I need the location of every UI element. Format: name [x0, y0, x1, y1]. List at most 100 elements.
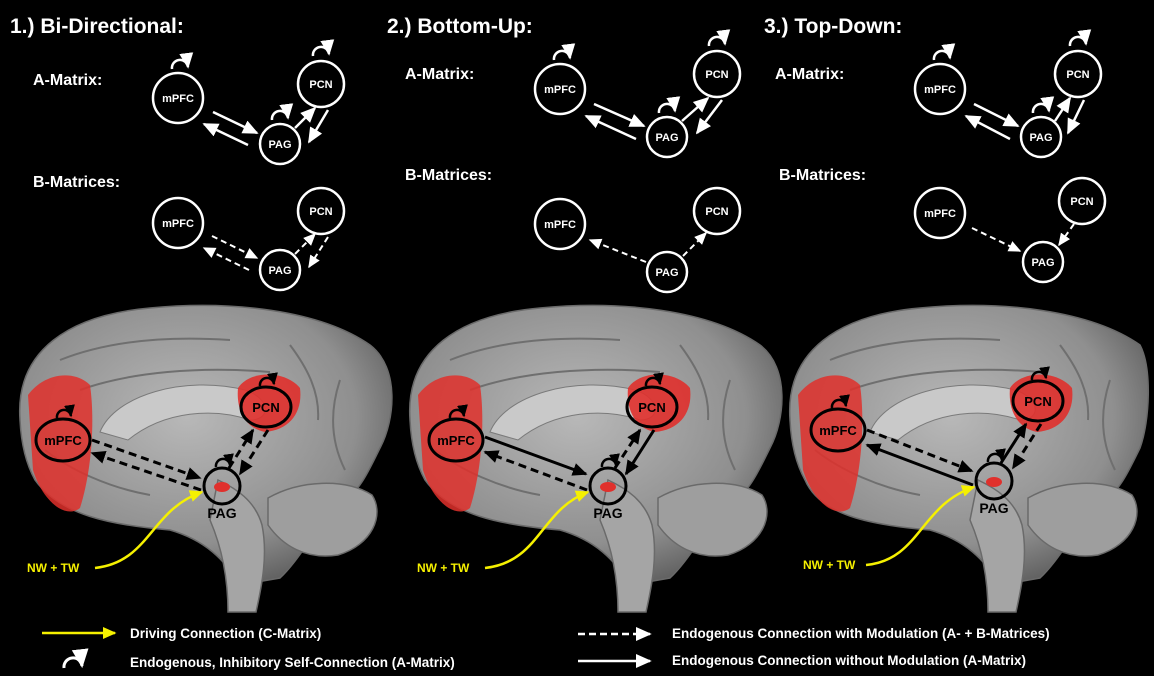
svg-text:PAG: PAG: [268, 265, 291, 277]
svg-text:PAG: PAG: [979, 500, 1008, 516]
panel-title: 3.) Top-Down:: [764, 15, 902, 38]
mpfc-region-highlight: [798, 375, 862, 511]
svg-text:PCN: PCN: [1024, 394, 1051, 409]
arrow-mpfc-to-pag: [213, 112, 257, 133]
node-pcn: PCN: [1055, 51, 1101, 97]
b-matrices-network: mPFC PCN PAG: [153, 188, 344, 290]
svg-text:PAG: PAG: [1031, 257, 1054, 269]
self-connection-icon: [1070, 37, 1086, 46]
svg-text:PAG: PAG: [593, 505, 622, 521]
self-connection-icon: [659, 104, 675, 113]
svg-text:PAG: PAG: [655, 267, 678, 279]
driving-input-label: NW + TW: [27, 561, 80, 575]
modulated-arrow: [295, 234, 315, 254]
node-mpfc: mPFC: [153, 73, 203, 123]
svg-text:mPFC: mPFC: [437, 433, 475, 448]
self-connection-icon: [172, 60, 188, 69]
b-matrices-label: B-Matrices:: [33, 174, 120, 191]
pag-region-highlight: [214, 482, 230, 492]
svg-text:mPFC: mPFC: [162, 218, 194, 230]
node-pcn: PCN: [298, 188, 344, 234]
arrow-pag-to-pcn: [682, 98, 708, 121]
panel-bottom-up: 2.) Bottom-Up: A-Matrix: B-Matrices: mPF…: [387, 15, 782, 612]
svg-text:PAG: PAG: [207, 505, 236, 521]
panel-top-down: 3.) Top-Down: A-Matrix: B-Matrices: mPFC…: [764, 15, 1148, 612]
node-pag: PAG: [647, 252, 687, 292]
a-matrix-label: A-Matrix:: [33, 72, 102, 89]
arrow-pcn-to-pag: [1068, 100, 1084, 133]
self-connection-icon: [1033, 104, 1049, 113]
pag-region-highlight: [986, 477, 1002, 487]
arrow-pag-to-pcn: [1055, 98, 1070, 121]
legend-driving-label: Driving Connection (C-Matrix): [130, 626, 321, 641]
driving-input-label: NW + TW: [417, 561, 470, 575]
node-pag: PAG: [647, 117, 687, 157]
a-matrix-network: mPFC PCN PAG: [535, 37, 740, 157]
self-connection-icon: [934, 51, 950, 60]
b-matrices-network: mPFC PCN PAG: [915, 178, 1105, 282]
legend-unmodulated-label: Endogenous Connection without Modulation…: [672, 653, 1026, 668]
a-matrix-label: A-Matrix:: [775, 66, 844, 83]
arrow-pcn-to-pag: [309, 110, 328, 142]
svg-text:mPFC: mPFC: [544, 219, 576, 231]
b-matrices-label: B-Matrices:: [779, 167, 866, 184]
node-pcn: PCN: [1059, 178, 1105, 224]
legend-modulated-label: Endogenous Connection with Modulation (A…: [672, 626, 1050, 641]
svg-text:mPFC: mPFC: [162, 93, 194, 105]
svg-text:PCN: PCN: [309, 206, 332, 218]
svg-text:PCN: PCN: [705, 69, 728, 81]
pag-region-highlight: [600, 482, 616, 492]
svg-text:PCN: PCN: [309, 79, 332, 91]
svg-text:PAG: PAG: [1029, 132, 1052, 144]
modulated-arrow: [1059, 224, 1074, 245]
svg-text:PAG: PAG: [268, 139, 291, 151]
a-matrix-network: mPFC PCN PAG: [153, 47, 344, 164]
node-mpfc: mPFC: [153, 198, 203, 248]
node-mpfc: mPFC: [915, 64, 965, 114]
legend-modulated: Endogenous Connection with Modulation (A…: [578, 626, 1050, 641]
svg-text:mPFC: mPFC: [544, 84, 576, 96]
svg-text:PAG: PAG: [655, 132, 678, 144]
self-connection-icon: [272, 111, 288, 120]
svg-text:PCN: PCN: [705, 206, 728, 218]
node-pcn: PCN: [694, 51, 740, 97]
self-connection-icon: [64, 658, 82, 668]
self-connection-icon: [709, 37, 725, 46]
legend: Driving Connection (C-Matrix) Endogenous…: [42, 626, 1050, 670]
node-pag: PAG: [1021, 117, 1061, 157]
node-pag: PAG: [260, 124, 300, 164]
svg-text:mPFC: mPFC: [924, 84, 956, 96]
svg-text:mPFC: mPFC: [44, 433, 82, 448]
node-mpfc: mPFC: [915, 188, 965, 238]
svg-text:PCN: PCN: [638, 400, 665, 415]
node-pag: PAG: [1023, 242, 1063, 282]
a-matrix-label: A-Matrix:: [405, 66, 474, 83]
a-matrix-network: mPFC PCN PAG: [915, 37, 1101, 157]
modulated-arrow: [590, 240, 646, 262]
arrow-pag-to-pcn: [295, 108, 315, 128]
legend-unmodulated: Endogenous Connection without Modulation…: [578, 653, 1026, 668]
modulated-arrow: [309, 237, 328, 267]
node-mpfc: mPFC: [535, 64, 585, 114]
b-matrices-label: B-Matrices:: [405, 167, 492, 184]
panel-bidirectional: 1.) Bi-Directional: A-Matrix: B-Matrices…: [10, 15, 392, 612]
node-pag: PAG: [260, 250, 300, 290]
svg-text:mPFC: mPFC: [819, 423, 857, 438]
panel-title: 1.) Bi-Directional:: [10, 15, 184, 38]
b-matrices-network: mPFC PCN PAG: [535, 188, 740, 292]
modulated-arrow: [683, 233, 706, 256]
legend-self: Endogenous, Inhibitory Self-Connection (…: [64, 655, 455, 670]
self-connection-icon: [554, 51, 570, 60]
modulated-arrow: [972, 228, 1020, 251]
node-mpfc: mPFC: [535, 199, 585, 249]
svg-text:mPFC: mPFC: [924, 208, 956, 220]
svg-text:PCN: PCN: [1066, 69, 1089, 81]
svg-text:PCN: PCN: [1070, 196, 1093, 208]
legend-driving: Driving Connection (C-Matrix): [42, 626, 321, 641]
node-pcn: PCN: [298, 61, 344, 107]
legend-self-label: Endogenous, Inhibitory Self-Connection (…: [130, 655, 455, 670]
self-connection-icon: [313, 47, 329, 56]
node-pcn: PCN: [694, 188, 740, 234]
svg-text:PCN: PCN: [252, 400, 279, 415]
